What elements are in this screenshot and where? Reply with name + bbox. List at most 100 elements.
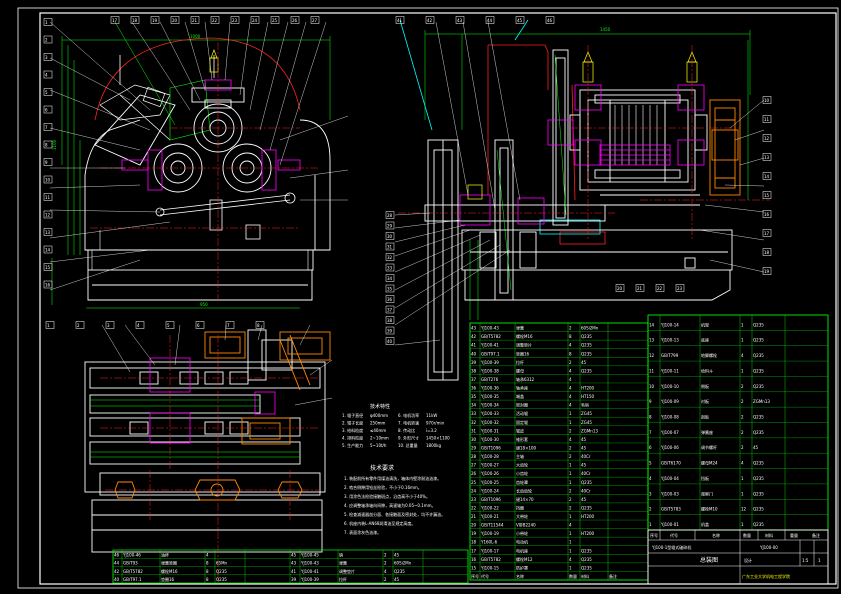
bom-cell: 垫圈16: [516, 350, 530, 356]
part-balloon: 17: [110, 16, 120, 24]
bom-header: 序号: [471, 573, 479, 579]
bom-cell: Q235: [753, 384, 764, 389]
bom-cell: 螺栓M10: [701, 506, 718, 512]
balloon-label: 12: [764, 136, 770, 141]
bom-cell: YJ100-01: [660, 522, 679, 527]
spec-param: 9. 外形尺寸: [398, 435, 419, 441]
part-balloon: 38: [385, 316, 395, 324]
bom-cell: GB/T5782: [123, 569, 143, 574]
part-balloon: 33: [385, 263, 395, 272]
view-plan: [84, 324, 333, 580]
bom-cell: GB/T799: [661, 353, 679, 358]
spec-param: 10. 总重量: [398, 442, 418, 448]
part-balloon: 4: [135, 321, 145, 329]
part-balloon: 22: [655, 284, 665, 292]
bom-cell: 15: [471, 565, 477, 570]
bom-cell: 螺栓M12: [516, 556, 533, 562]
part-balloon: 27: [310, 16, 320, 24]
spec-value: 11kW: [426, 413, 437, 418]
bom-cell: 2: [569, 497, 572, 502]
part-balloon: 20: [615, 284, 625, 292]
spec-value: 1450×1100: [426, 436, 450, 441]
part-balloon: 21: [635, 284, 645, 292]
spec-value: 5~10t/h: [370, 443, 387, 448]
bom-cell: ZGMn13: [753, 399, 770, 404]
bom-cell: 4: [569, 403, 572, 408]
bom-cell: 8: [569, 351, 572, 356]
bom-header: 数量: [569, 573, 577, 579]
bom-cell: 31: [471, 428, 477, 433]
tb-footer: 广东工业大学机电工程学院: [742, 573, 790, 579]
part-balloon: 13: [762, 153, 772, 161]
bom-cell: 2: [741, 415, 744, 420]
bom-cell: 6: [649, 445, 652, 450]
part-balloon: 21: [190, 16, 200, 24]
bom-cell: YJ100-32: [480, 420, 499, 425]
bom-cell: GB/T5782: [481, 557, 501, 562]
tb-label-qty: 数量: [743, 532, 751, 538]
spec-param: 7. 电机转速: [398, 420, 419, 426]
bom-cell: 1: [741, 491, 744, 496]
part-balloon: 5: [165, 321, 175, 329]
bom-cell: Q235: [581, 368, 592, 373]
balloon-label: 5: [167, 323, 170, 328]
part-balloon: 1: [45, 321, 55, 329]
bom-cell: 弹簧: [516, 325, 524, 331]
bom-cell: 4: [206, 552, 209, 557]
bom-cell: YJ100-04: [660, 476, 679, 481]
balloon-label: 10: [45, 177, 51, 182]
bom-cell: YJ100-06: [660, 445, 679, 450]
bom-cell: YJ100-26: [480, 471, 499, 476]
dim-v1-base: 950: [200, 302, 208, 307]
part-balloon: 26: [290, 16, 300, 24]
balloon-label: 11: [764, 117, 770, 122]
balloon-label: 19: [152, 18, 158, 23]
bom-cell: GB/T5782: [481, 334, 501, 339]
part-balloon: 20: [170, 16, 180, 24]
balloon-label: 14: [764, 174, 770, 179]
balloon-label: 38: [387, 318, 393, 323]
bom-cell: 垫圈16: [161, 576, 175, 582]
bom-cell: Q235: [581, 565, 592, 570]
part-balloon: 3: [43, 53, 53, 61]
balloon-label: 19: [764, 269, 770, 274]
bom-cell: 1: [569, 420, 572, 425]
part-balloon: 24: [250, 16, 260, 24]
tb-label-seq: 序号: [650, 532, 658, 538]
part-balloon: 6: [195, 321, 205, 329]
balloon-label: 42: [427, 18, 433, 23]
part-balloon: 42: [425, 16, 435, 24]
view-side-section: 1450: [394, 19, 770, 381]
bom-cell: 4: [569, 523, 572, 528]
bom-cell: 65Mn: [216, 561, 228, 566]
part-balloon: 43: [455, 16, 465, 24]
bom-cell: GB/T93: [123, 561, 138, 566]
bom-cell: 42: [471, 334, 477, 339]
bom-cell: 60Si2Mn: [394, 561, 412, 566]
bom-cell: 密封圈: [516, 402, 528, 408]
bom-cell: 刮板: [701, 414, 709, 420]
part-balloon: 22: [210, 16, 220, 24]
part-balloon: 35: [385, 284, 395, 293]
part-balloon: 16: [43, 280, 53, 289]
tech-requirements: 技术要求 1. 装配前所有零件用煤油清洗，箱体内壁涂耐油油漆。2. 啮合侧隙用铅…: [344, 464, 445, 535]
balloon-label: 20: [617, 286, 623, 291]
bom-cell: 1: [741, 338, 744, 343]
part-balloon: 1: [43, 18, 53, 26]
bom-cell: YJ100-46: [122, 552, 141, 557]
bom-cell: YJ100-14: [660, 322, 679, 327]
bom-cell: 4: [569, 437, 572, 442]
part-balloon: 15: [43, 263, 53, 271]
balloon-label: 32: [387, 255, 393, 260]
balloon-label: 14: [45, 247, 51, 252]
tech-req-line: 1. 装配前所有零件用煤油清洗，箱体内壁涂耐油油漆。: [344, 475, 441, 481]
bom-cell: 40Cr: [581, 488, 591, 493]
